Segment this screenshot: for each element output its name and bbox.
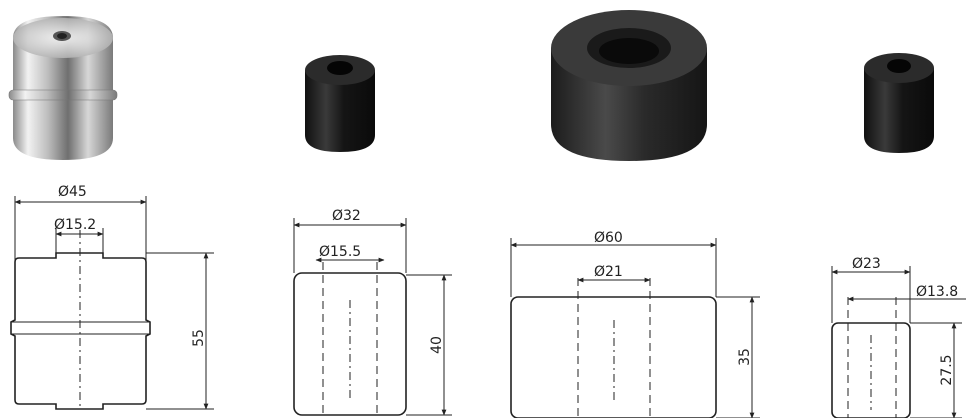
- steel-float-height: 55: [191, 329, 207, 347]
- large-float-height: 35: [737, 348, 753, 366]
- small-float-height: 40: [429, 336, 445, 354]
- mini-float-inner-diameter: Ø13.8: [916, 284, 958, 300]
- steel-float-drawing: [10, 196, 214, 410]
- large-rubber-float-drawing: [510, 238, 760, 418]
- mini-rubber-float-drawing: [831, 266, 966, 418]
- small-float-inner-diameter: Ø15.5: [319, 244, 361, 260]
- mini-float-height: 27.5: [939, 354, 955, 385]
- steel-float-inner-diameter: Ø15.2: [54, 217, 96, 233]
- small-float-outer-diameter: Ø32: [332, 208, 361, 224]
- mini-float-outer-diameter: Ø23: [852, 256, 881, 272]
- steel-float-outer-diameter: Ø45: [58, 184, 87, 200]
- black-ring-float-photo: [551, 10, 707, 161]
- stainless-steel-float-photo: [8, 16, 118, 160]
- black-mini-float-photo: [864, 53, 934, 153]
- large-float-inner-diameter: Ø21: [594, 264, 623, 280]
- small-rubber-float-drawing: [293, 218, 452, 416]
- black-cylinder-float-photo: [305, 55, 375, 152]
- large-float-outer-diameter: Ø60: [594, 230, 623, 246]
